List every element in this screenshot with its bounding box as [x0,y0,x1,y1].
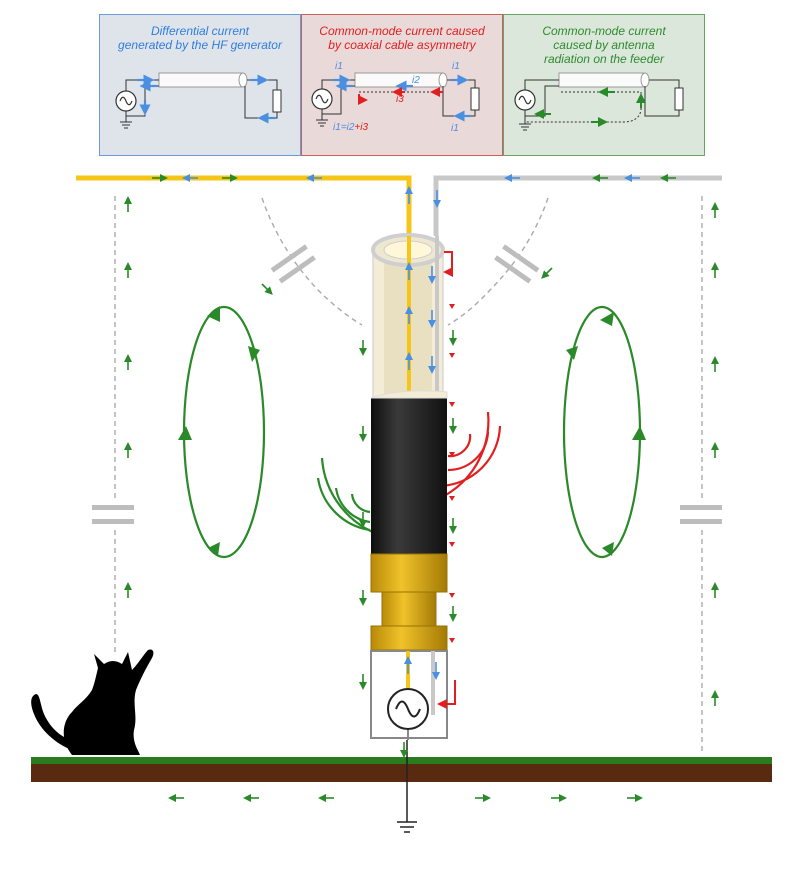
coax-connector [370,553,448,651]
panel-1-title: Differential current generated by the HF… [118,24,282,52]
coax-jacket [370,390,448,554]
panel-differential-current: Differential current generated by the HF… [99,14,301,156]
panel-3-title: Common-mode current caused by antenna ra… [542,24,666,66]
parasitic-paths [114,196,703,752]
panel-common-mode-asymmetry: Common-mode current caused by coaxial ca… [301,14,503,156]
panel-3-circuit [514,72,684,131]
common-mode-start [443,251,453,277]
panel-2-title: Common-mode current caused by coaxial ca… [319,24,485,52]
label-i1-right: i1 [452,61,460,72]
panel-1-circuit [115,72,282,129]
cat-silhouette [31,649,154,755]
coax-differential-arrows [405,262,436,374]
label-i1-bottom: i1 [451,123,459,134]
label-current-equation: i1=i2+i3 [333,122,368,133]
equation-suffix: +i3 [354,122,369,133]
dipole-current-arrows [152,174,676,208]
ground-grass [31,757,772,764]
coax-side-green-arrows [359,330,457,690]
left-dipole-arm [76,175,412,236]
coax-side-red-arrows [449,304,455,643]
right-dipole-arm [433,175,722,236]
panel-common-mode-radiation: Common-mode current caused by antenna ra… [503,14,705,156]
equation-prefix: i1=i2 [333,122,355,133]
ground-icon [397,821,417,833]
field-loop-arrowheads [178,306,646,556]
generator-box [370,650,456,758]
generator-icon [387,688,429,730]
label-i2: i2 [412,75,420,86]
capacitor-icon [92,244,722,524]
ground-soil [31,764,772,782]
label-i1-left: i1 [335,61,343,72]
panel-2-circuit [311,72,480,127]
label-i3: i3 [396,94,404,105]
parasitic-current-arrows [124,196,719,706]
